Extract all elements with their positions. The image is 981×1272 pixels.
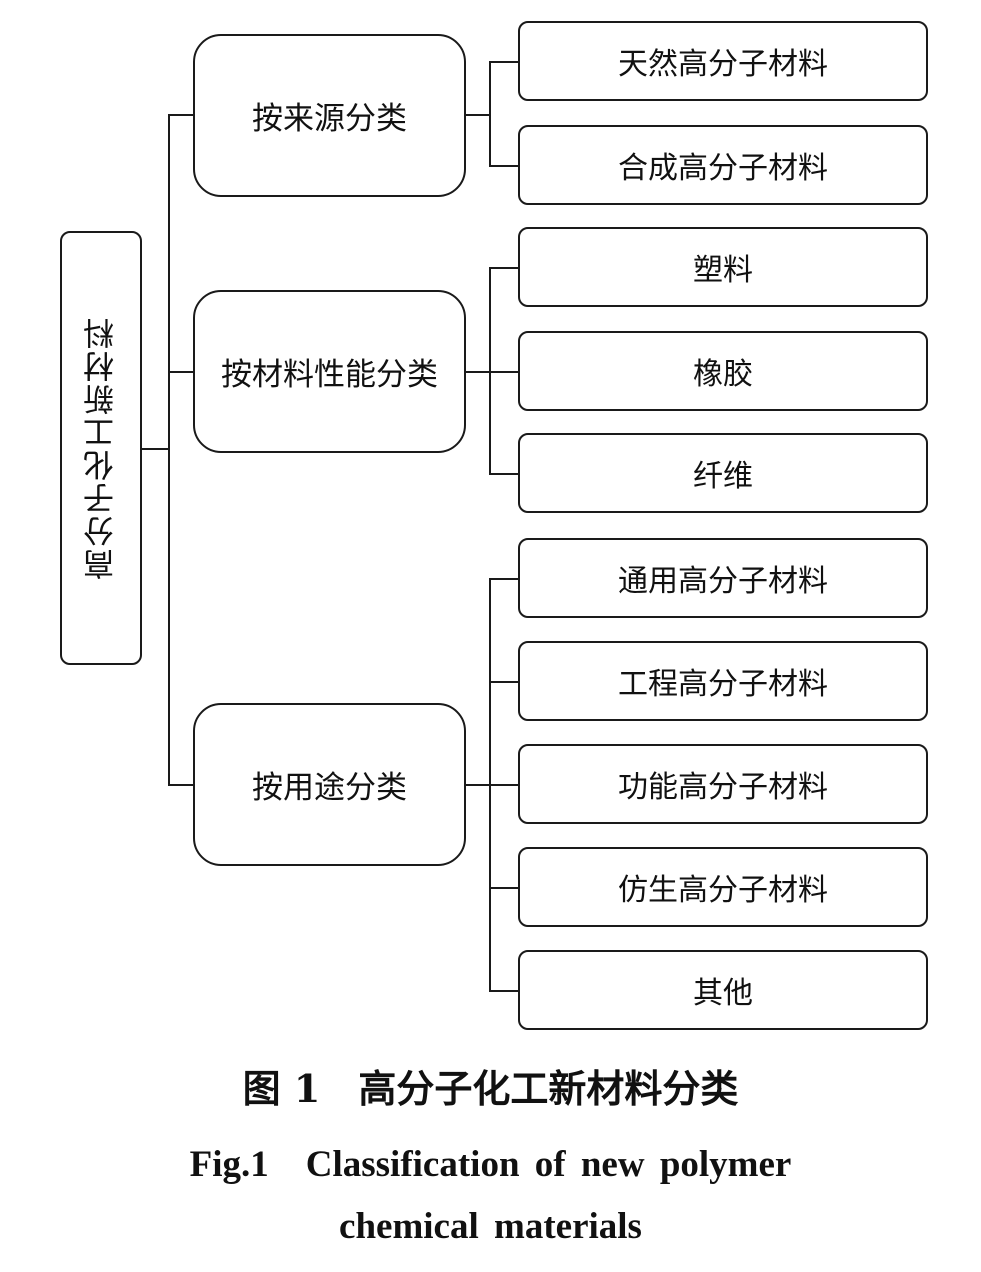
- leaf-connector: [489, 578, 518, 580]
- leaf-node: 纤维: [518, 433, 928, 513]
- leaf-node: 塑料: [518, 227, 928, 307]
- group-label: 按来源分类: [252, 101, 407, 137]
- group-3-out: [466, 784, 491, 786]
- leaf-node: 橡胶: [518, 331, 928, 411]
- leaf-node: 其他: [518, 950, 928, 1030]
- leaf-connector: [489, 371, 518, 373]
- leaf-label: 橡胶: [693, 357, 753, 392]
- group-node-performance: 按材料性能分类: [193, 290, 466, 453]
- leaf-node: 仿生高分子材料: [518, 847, 928, 927]
- connector-group-1: [168, 114, 193, 116]
- leaf-label: 天然高分子材料: [618, 47, 828, 82]
- leaf-connector: [489, 784, 518, 786]
- leaf-node: 合成高分子材料: [518, 125, 928, 205]
- group-2-out: [466, 371, 491, 373]
- leaf-label: 仿生高分子材料: [618, 873, 828, 908]
- leaf-connector: [489, 61, 518, 63]
- leaf-connector: [489, 990, 518, 992]
- figure-caption-en-line2: chemical materials: [339, 1206, 642, 1247]
- leaf-label: 通用高分子材料: [618, 564, 828, 599]
- group-node-source: 按来源分类: [193, 34, 466, 197]
- connector-group-3: [168, 784, 193, 786]
- group-node-usage: 按用途分类: [193, 703, 466, 866]
- leaf-connector: [489, 681, 518, 683]
- trunk-line: [168, 114, 170, 786]
- leaf-node: 天然高分子材料: [518, 21, 928, 101]
- leaf-connector: [489, 267, 518, 269]
- root-label: 高分子化工新材料: [83, 316, 120, 580]
- leaf-label: 工程高分子材料: [618, 667, 828, 702]
- leaf-connector: [489, 165, 518, 167]
- group-label: 按用途分类: [252, 770, 407, 806]
- group-1-out: [466, 114, 491, 116]
- leaf-node: 通用高分子材料: [518, 538, 928, 618]
- group-1-spine: [489, 61, 491, 167]
- root-node: 高分子化工新材料: [60, 231, 142, 665]
- figure-caption-cn: 图 1 高分子化工新材料分类: [242, 1066, 739, 1111]
- leaf-label: 纤维: [693, 459, 753, 494]
- figure-caption-en-line1: Fig.1 Classification of new polymer: [189, 1144, 792, 1185]
- root-connector: [142, 448, 170, 450]
- leaf-connector: [489, 473, 518, 475]
- leaf-label: 塑料: [693, 253, 753, 288]
- leaf-label: 合成高分子材料: [618, 151, 828, 186]
- leaf-connector: [489, 887, 518, 889]
- group-label: 按材料性能分类: [221, 357, 438, 393]
- leaf-label: 功能高分子材料: [618, 770, 828, 805]
- leaf-node: 功能高分子材料: [518, 744, 928, 824]
- leaf-label: 其他: [693, 976, 753, 1011]
- connector-group-2: [168, 371, 193, 373]
- leaf-node: 工程高分子材料: [518, 641, 928, 721]
